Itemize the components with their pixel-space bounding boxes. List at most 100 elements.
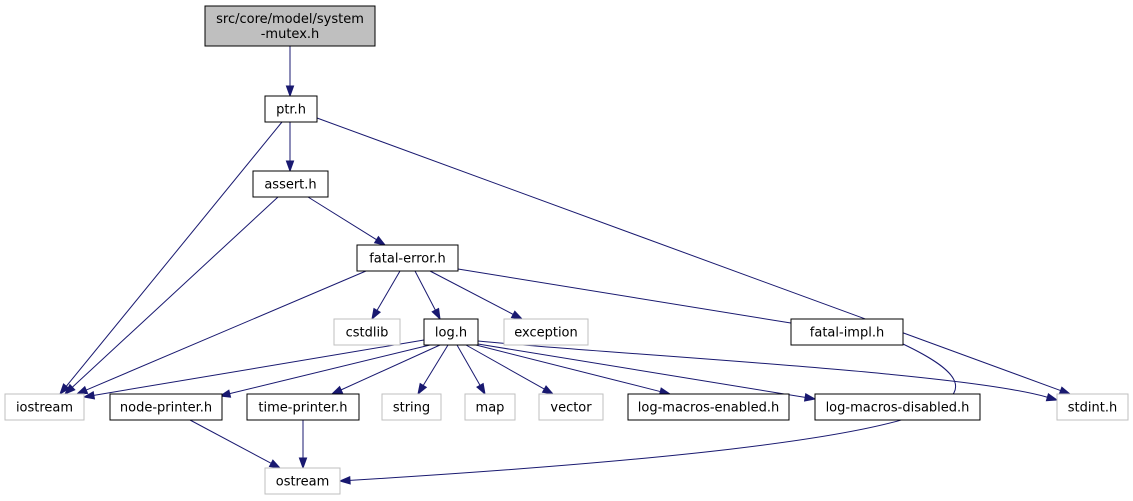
- edge-line: [189, 419, 272, 464]
- node-assert[interactable]: assert.h: [252, 170, 329, 198]
- edge-line: [414, 270, 436, 311]
- edge-line: [316, 117, 1061, 392]
- arrow-head-icon: [373, 235, 387, 246]
- edge-line: [422, 344, 449, 386]
- node-label: fatal-impl.h: [810, 326, 884, 341]
- node-cstdlib: cstdlib: [333, 318, 401, 346]
- edge-log-to-string: [417, 344, 449, 396]
- edge-log-to-log-macros-enabled: [475, 344, 672, 396]
- arrow-head-icon: [431, 307, 441, 321]
- edge-line: [93, 339, 425, 396]
- arrow-head-icon: [1045, 392, 1059, 402]
- node-fatal-error[interactable]: fatal-error.h: [356, 244, 459, 272]
- edge-ptr-to-iostream: [59, 121, 283, 396]
- arrow-head-icon: [338, 476, 351, 485]
- node-label: log-macros-disabled.h: [826, 401, 970, 416]
- node-ostream: ostream: [264, 467, 341, 495]
- nodes-layer: src/core/model/system-mutex.h ptr.h assert…: [4, 5, 1129, 495]
- edges-layer: [59, 46, 1072, 485]
- node-box: [333, 318, 401, 346]
- arrow-head-icon: [63, 383, 76, 396]
- arrow-head-icon: [1058, 386, 1072, 395]
- edge-line: [72, 196, 279, 388]
- node-box: [1056, 393, 1129, 421]
- node-exception: exception: [503, 318, 589, 346]
- arrow-head-icon: [476, 382, 486, 396]
- node-box: [246, 393, 360, 421]
- edge-line: [475, 344, 661, 393]
- arrow-head-icon: [82, 391, 96, 400]
- edge-line: [477, 340, 1048, 398]
- node-label: string: [393, 401, 430, 416]
- edge-line: [465, 344, 545, 390]
- arrow-head-icon: [285, 85, 295, 98]
- node-box: [204, 5, 376, 47]
- node-ptr[interactable]: ptr.h: [264, 95, 318, 123]
- arrow-head-icon: [268, 459, 282, 469]
- node-log[interactable]: log.h: [423, 318, 479, 346]
- node-string: string: [381, 393, 442, 421]
- node-label: assert.h: [264, 178, 316, 193]
- arrow-head-icon: [218, 389, 232, 398]
- node-box: [356, 244, 459, 272]
- node-label: node-printer.h: [120, 401, 212, 416]
- edge-log-to-node-printer: [218, 344, 431, 398]
- edge-fatal-error-to-iostream: [75, 270, 367, 395]
- node-label: ptr.h: [276, 103, 306, 118]
- arrow-head-icon: [75, 385, 89, 395]
- node-root[interactable]: src/core/model/system-mutex.h: [204, 5, 376, 47]
- node-box: [814, 393, 981, 421]
- node-box: [264, 95, 318, 123]
- arrow-head-icon: [330, 385, 344, 395]
- node-box: [381, 393, 442, 421]
- edge-line: [456, 344, 481, 386]
- node-map: map: [464, 393, 516, 421]
- node-label: -mutex.h: [261, 27, 320, 42]
- node-log-macros-enabled[interactable]: log-macros-enabled.h: [627, 393, 790, 421]
- edge-log-to-iostream: [82, 339, 425, 400]
- node-node-printer[interactable]: node-printer.h: [109, 393, 223, 421]
- node-vector: vector: [538, 393, 604, 421]
- node-label: ostream: [276, 475, 330, 490]
- node-label: map: [476, 401, 505, 416]
- node-label: log.h: [435, 326, 467, 341]
- node-label: exception: [514, 326, 578, 341]
- edge-line: [307, 196, 377, 241]
- edge-fatal-error-to-exception: [429, 270, 524, 320]
- node-box: [503, 318, 589, 346]
- edge-log-to-log-macros-disabled: [477, 343, 817, 402]
- edge-line: [86, 270, 367, 391]
- node-time-printer[interactable]: time-printer.h: [246, 393, 360, 421]
- arrow-head-icon: [371, 307, 382, 321]
- arrow-head-icon: [510, 310, 524, 320]
- node-box: [790, 318, 904, 346]
- node-box: [109, 393, 223, 421]
- node-box: [423, 318, 479, 346]
- edge-line: [376, 270, 401, 311]
- node-box: [538, 393, 604, 421]
- arrow-head-icon: [541, 385, 555, 395]
- edge-line: [65, 121, 283, 387]
- edge-fatal-error-to-cstdlib: [371, 270, 401, 321]
- edge-line: [340, 344, 441, 391]
- node-box: [252, 170, 329, 198]
- arrow-head-icon: [59, 383, 70, 396]
- edge-line: [229, 344, 431, 395]
- node-stdint: stdint.h: [1056, 393, 1129, 421]
- edge-line: [429, 270, 514, 315]
- node-label: stdint.h: [1068, 401, 1117, 416]
- node-box: [4, 393, 85, 421]
- node-fatal-impl[interactable]: fatal-impl.h: [790, 318, 904, 346]
- node-log-macros-disabled[interactable]: log-macros-disabled.h: [814, 393, 981, 421]
- edge-assert-to-iostream: [63, 196, 279, 396]
- edge-assert-to-fatal-error: [307, 196, 387, 246]
- arrow-head-icon: [417, 382, 428, 396]
- edge-line: [457, 268, 794, 324]
- edge-line: [477, 343, 806, 398]
- edge-node-printer-to-ostream: [189, 419, 282, 469]
- arrow-head-icon: [803, 393, 817, 402]
- node-box: [464, 393, 516, 421]
- edge-fatal-error-to-log: [414, 270, 441, 321]
- edge-log-to-map: [456, 344, 486, 396]
